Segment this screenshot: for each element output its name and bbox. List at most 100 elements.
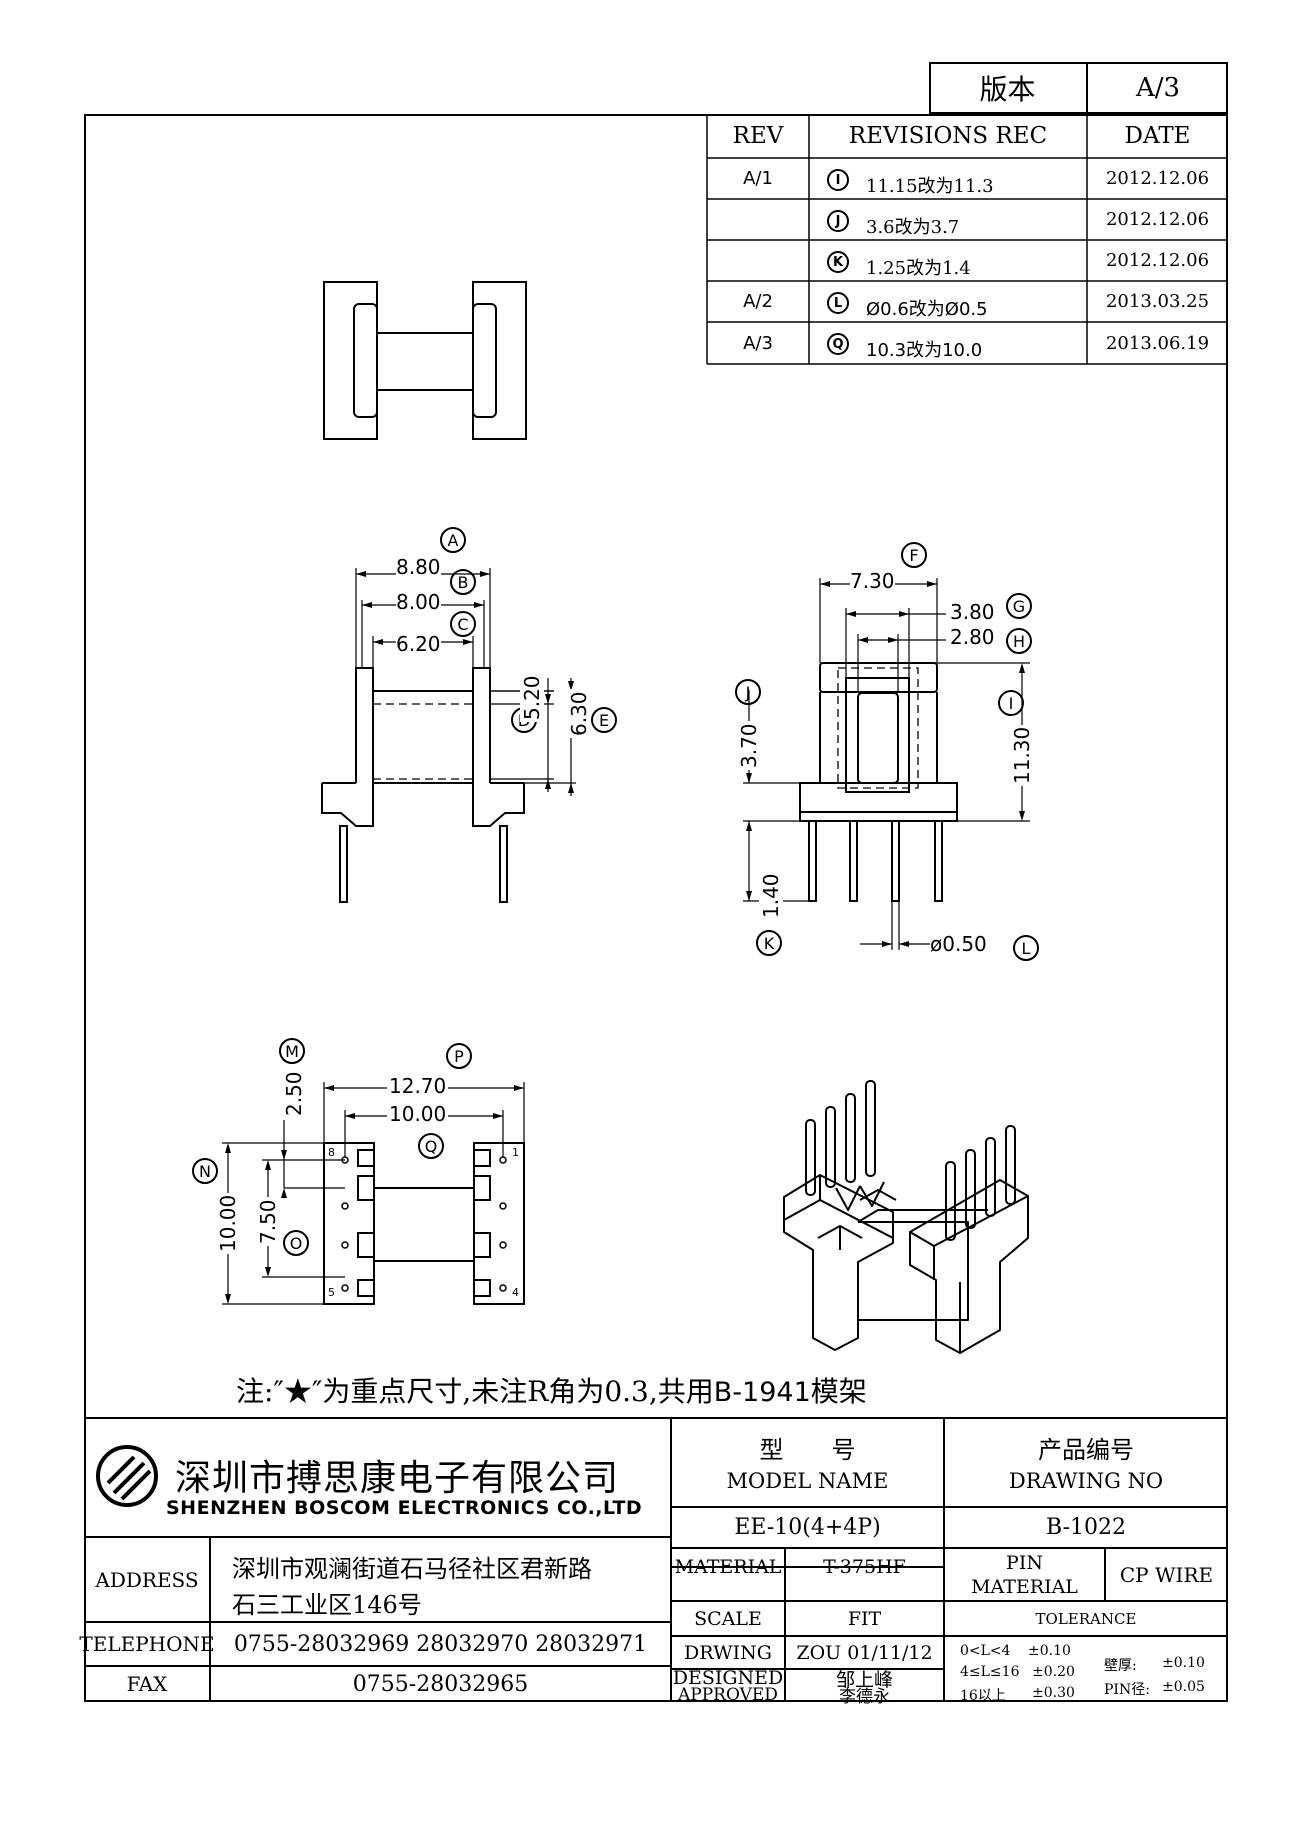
revision-mark-icon: I [827, 169, 849, 191]
rev-cell: A/1 [743, 168, 773, 189]
dim-f-value: 7.30 [850, 569, 895, 593]
dim-a-mark-icon: A [440, 527, 466, 553]
pin-number: 1 [512, 1146, 519, 1159]
note-suffix: 模架 [810, 1375, 867, 1408]
dim-h-value: 2.80 [950, 625, 995, 649]
pin-number: 8 [328, 1146, 335, 1159]
fax-value: 0755-28032965 [352, 1671, 529, 1697]
dim-p-mark-icon: P [446, 1043, 472, 1069]
drwing-value: ZOU 01/11/12 [796, 1641, 933, 1664]
revision-date: 2013.03.25 [1105, 291, 1210, 312]
top-view [323, 281, 527, 440]
dim-q-mark-icon: Q [418, 1133, 444, 1159]
tolerance-value: ±0.10 [1028, 1643, 1071, 1659]
scale-label: SCALE [694, 1607, 762, 1630]
rev-cell: A/2 [743, 291, 773, 312]
side-view [743, 578, 1030, 950]
model-label-en: MODEL NAME [726, 1469, 889, 1493]
drawing-label-cn: 产品编号 [1038, 1435, 1134, 1464]
pin-material-label-text: MATERIAL [971, 1575, 1078, 1598]
revision-date: 2012.12.06 [1105, 209, 1210, 230]
drwing-label: DRWING [684, 1641, 772, 1664]
revision-mark-icon: Q [827, 333, 849, 355]
dim-i-mark-icon: I [998, 690, 1024, 716]
dim-j-mark-icon: J [735, 679, 761, 705]
dim-b-mark-icon: B [450, 569, 476, 595]
rev-cell: A/3 [743, 332, 773, 354]
telephone-value: 0755-28032969 28032970 28032971 [233, 1631, 648, 1657]
address-line1: 深圳市观澜街道石马径社区君新路 [232, 1555, 592, 1583]
dim-a-value: 8.80 [396, 555, 441, 579]
drawing-frame [84, 114, 1228, 1702]
tolerance-range: 16以上 [960, 1688, 1006, 1704]
revision-mark-icon: K [827, 251, 849, 273]
tolerance-range: 4≤L≤16 [960, 1664, 1020, 1680]
address-line2: 石三工业区146号 [232, 1591, 422, 1619]
note-prefix: 注:″★″为重点尺寸,未注R角为0.3,共用 [236, 1375, 714, 1408]
drawing-label-en: DRAWING NO [1008, 1469, 1164, 1493]
dim-e-mark-icon: E [591, 707, 617, 733]
designed-value: 邹上峰 [835, 1668, 893, 1691]
tolerance-value: ±0.20 [1032, 1664, 1075, 1680]
dim-l-mark-icon: L [1013, 935, 1039, 961]
dim-p-value: 12.70 [387, 1074, 449, 1098]
designed-label: DESIGNED [672, 1667, 784, 1689]
company-name-cn: 深圳市搏思康电子有限公司 [175, 1458, 620, 1499]
dim-g-value: 3.80 [950, 600, 995, 624]
revision-date: 2012.12.06 [1105, 168, 1210, 189]
approved-label: APPROVED [678, 1684, 778, 1705]
dim-k-mark-icon: K [756, 930, 782, 956]
dim-c-mark-icon: C [450, 611, 476, 637]
revision-text: 3.6改为3.7 [866, 217, 960, 238]
company-logo-icon [96, 1445, 158, 1507]
date-header: DATE [1124, 123, 1191, 149]
revision-text: 10.3改为10.0 [866, 340, 983, 361]
note-part-number: B-1941 [713, 1377, 811, 1408]
dim-h-mark-icon: H [1006, 628, 1032, 654]
drawing-value: B-1022 [1046, 1515, 1126, 1540]
revision-text: 1.25改为1.4 [866, 258, 971, 279]
tolerance-value: ±0.30 [1032, 1685, 1075, 1701]
revision-mark-icon: L [827, 292, 849, 314]
scale-value: FIT [847, 1607, 882, 1630]
wall-tolerance-label: 壁厚: [1104, 1658, 1137, 1674]
model-label-cn: 型 号 [759, 1435, 856, 1464]
dim-q-value: 10.00 [387, 1102, 449, 1126]
dim-g-mark-icon: G [1006, 593, 1032, 619]
pin-number: 5 [328, 1286, 335, 1299]
pin-label: PIN [1006, 1551, 1043, 1574]
approved-value: 李德永 [839, 1687, 890, 1707]
material-value: T-375HF [823, 1556, 906, 1578]
version-value: A/3 [1135, 73, 1181, 103]
telephone-label: TELEPHONE [79, 1632, 215, 1656]
revision-text: 11.15改为11.3 [866, 176, 994, 197]
rec-header: REVISIONS REC [848, 123, 1048, 149]
wall-tolerance-value: ±0.10 [1162, 1655, 1205, 1671]
dim-l-value: ø0.50 [930, 932, 987, 956]
dim-m-mark-icon: M [279, 1038, 305, 1064]
pin-tolerance-label: PIN径: [1104, 1682, 1150, 1698]
version-label: 版本 [979, 73, 1036, 106]
dim-b-value: 8.00 [396, 590, 441, 614]
design-note: 注:″★″为重点尺寸,未注R角为0.3,共用B-1941模架 [236, 1370, 867, 1410]
dim-c-value: 6.20 [396, 632, 441, 656]
rev-header: REV [732, 123, 784, 149]
pin-material-label: PIN MATERIAL [944, 1548, 1105, 1601]
tolerance-title: TOLERANCE [1035, 1609, 1137, 1628]
dim-o-mark-icon: O [283, 1230, 309, 1256]
revision-mark-icon: J [827, 210, 849, 232]
model-value: EE-10(4+4P) [734, 1515, 881, 1540]
company-name-en: SHENZHEN BOSCOM ELECTRONICS CO.,LTD [166, 1497, 643, 1519]
fax-label: FAX [126, 1672, 168, 1696]
isometric-view [783, 1080, 1029, 1354]
revision-table-lines [706, 114, 1228, 365]
revision-text: Ø0.6改为Ø0.5 [866, 299, 988, 320]
tolerance-range: 0<L<4 [960, 1643, 1011, 1659]
bottom-view [222, 1082, 525, 1305]
dim-n-mark-icon: N [192, 1158, 218, 1184]
material-label: MATERIAL [674, 1556, 782, 1578]
revision-date: 2012.12.06 [1105, 250, 1210, 271]
pin-material-value: CP WIRE [1119, 1562, 1214, 1587]
pin-number: 4 [512, 1286, 519, 1299]
